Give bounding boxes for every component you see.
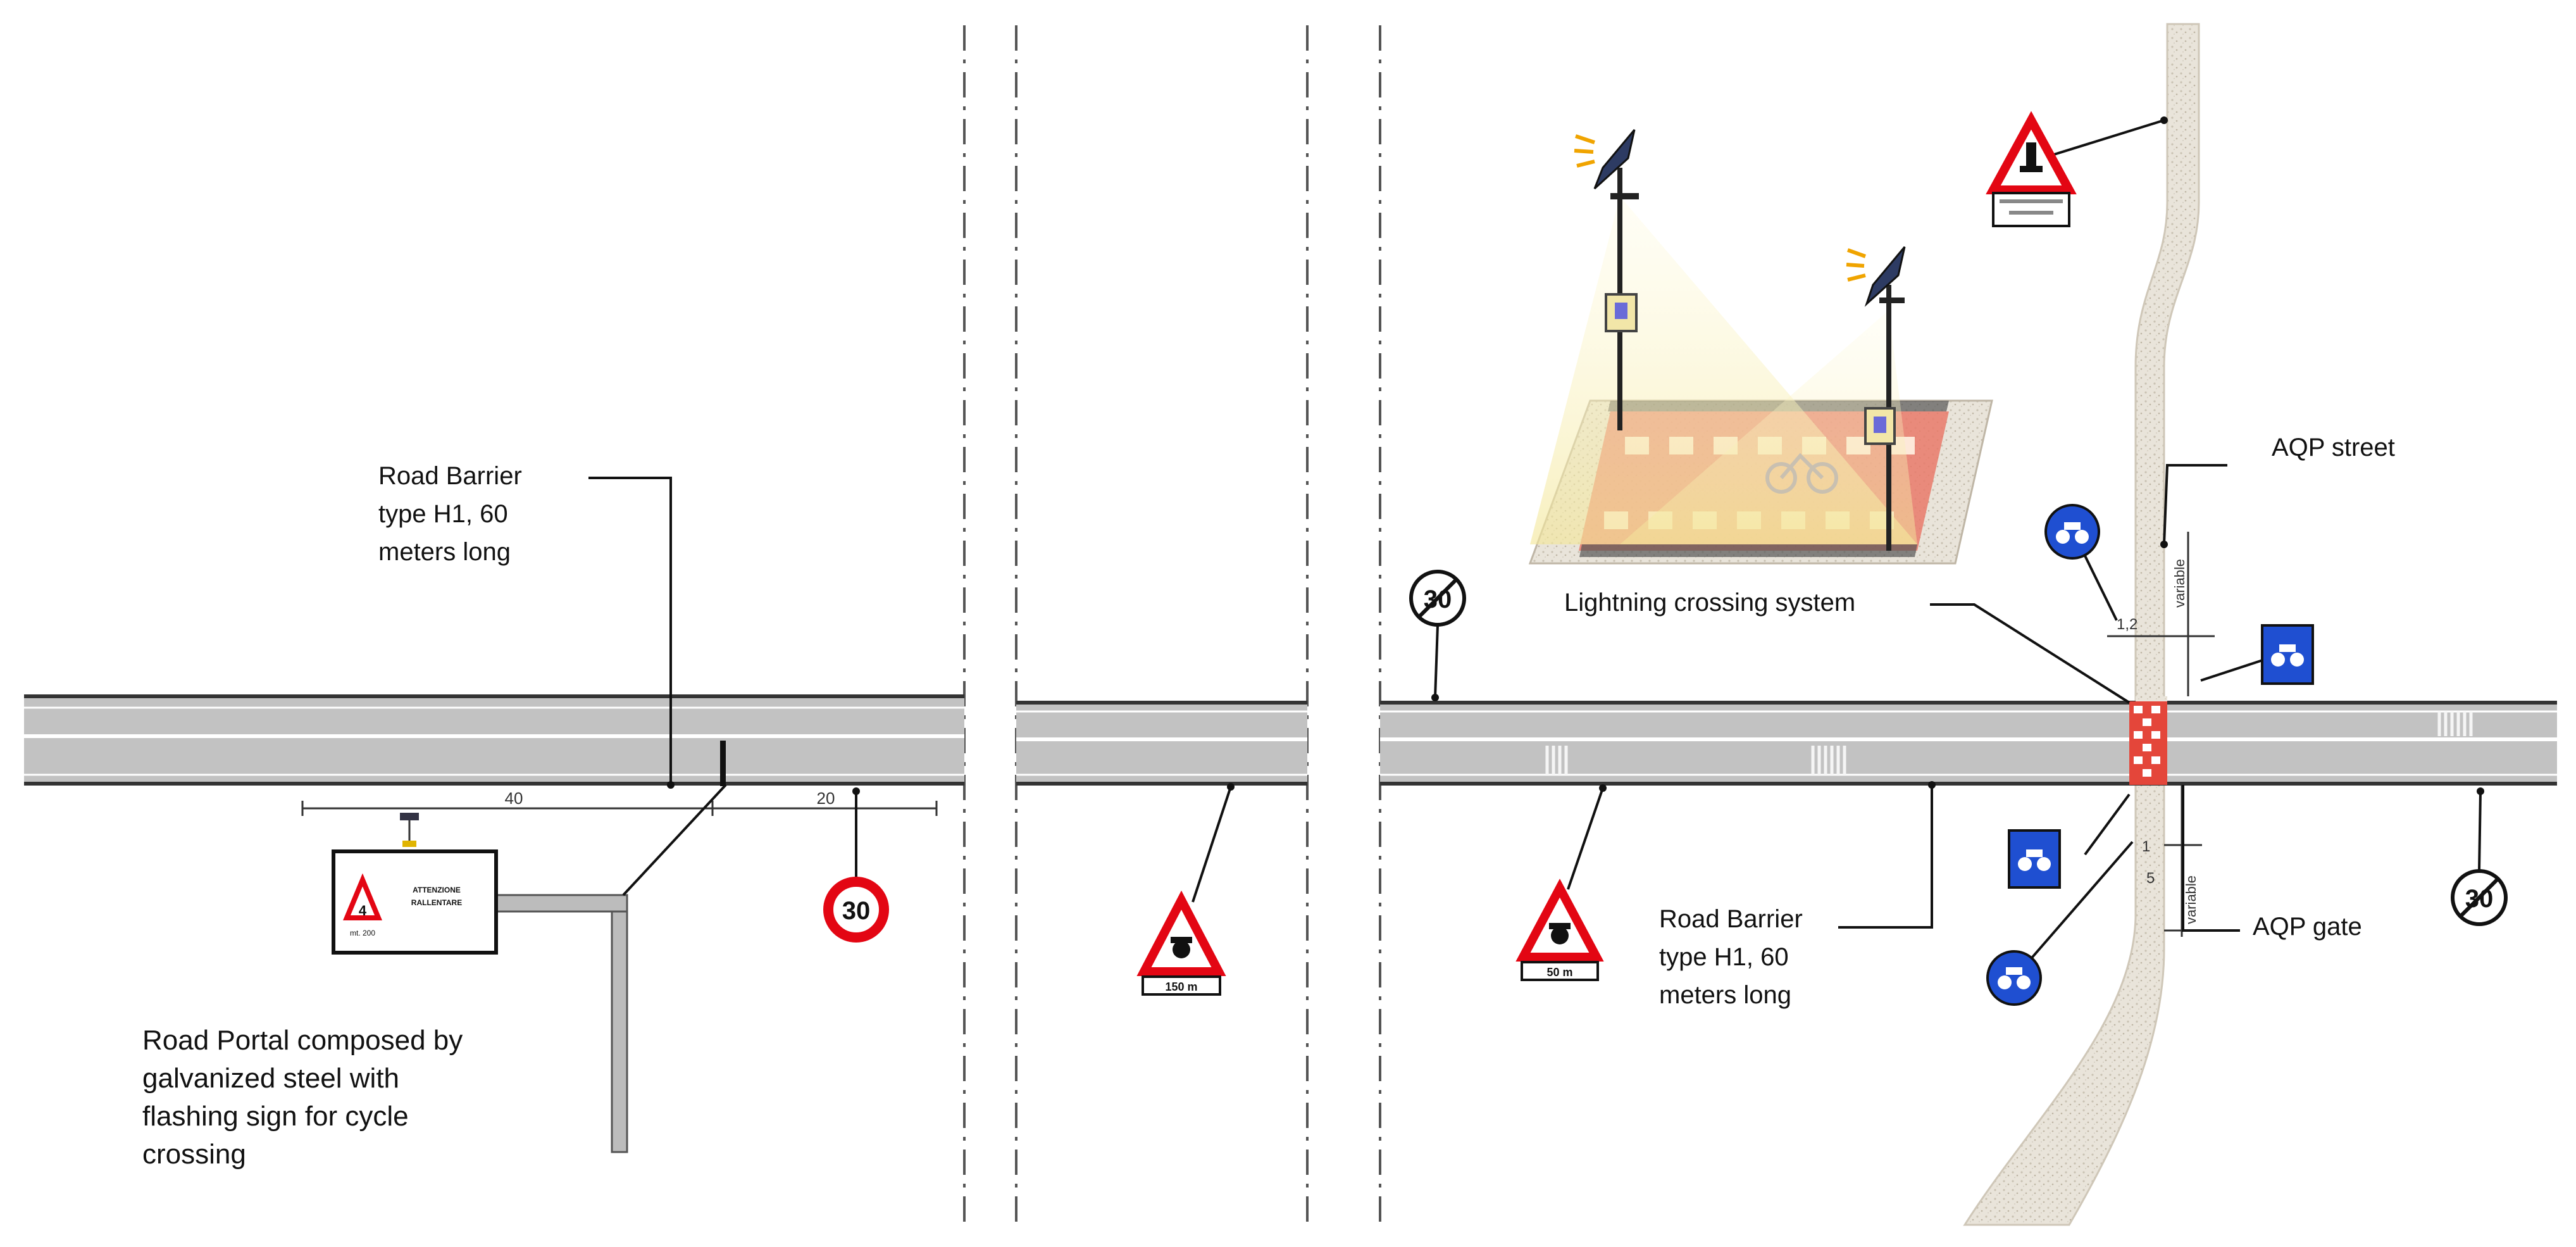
label-road-barrier-right: Road Barrier type H1, 60 meters long — [1659, 905, 1803, 1009]
leader-portal — [622, 784, 727, 896]
end-limit-sign-top: 30 — [1409, 570, 1466, 701]
road-portal: 4 mt. 200 ATTENZIONE RALLENTARE — [332, 813, 628, 1153]
road-cycle-crossing — [2129, 701, 2167, 785]
aqp-street-path — [1963, 23, 2200, 1226]
sun-rays-left — [1574, 134, 1595, 168]
warning-sign-top-right — [1986, 111, 2168, 227]
warning-sign-150m: 150 m — [1136, 783, 1235, 996]
light-cone-right — [1620, 310, 1917, 544]
label-aqp-gate: AQP gate — [2253, 913, 2362, 941]
dimension-1: 1 — [2142, 838, 2150, 855]
label-road-portal: Road Portal composed by galvanized steel… — [142, 1025, 463, 1170]
dimension-1-2: 1,2 — [2117, 616, 2137, 633]
lighting-crossing-system — [1528, 129, 1993, 565]
road-segment-c — [1380, 703, 2557, 784]
dimension-variable-bottom: variable — [2183, 875, 2199, 924]
dimension-variable-top: variable — [2172, 559, 2187, 608]
leader-lighting — [1930, 603, 2131, 704]
solar-panel-right-icon — [1864, 246, 1906, 307]
portal-warning-triangle-icon — [343, 873, 382, 920]
road-segment-a — [24, 696, 964, 784]
cycle-sign-round-bottom — [1986, 841, 2134, 1006]
portal-pole — [611, 898, 628, 1153]
cyclist-white-icon-2 — [2271, 644, 2304, 667]
road-segment-b — [1016, 703, 1307, 784]
speed-limit-value: 30 — [842, 897, 871, 925]
section-break-lines — [963, 25, 1381, 1222]
cyclist-white-icon-3 — [2018, 849, 2051, 871]
solar-panel-left-icon — [1593, 129, 1636, 190]
sun-rays-right — [1846, 248, 1867, 282]
leader-barrier-right — [1838, 785, 1933, 929]
cyclist-icon — [1173, 941, 1190, 958]
road-barrier-left — [720, 741, 726, 786]
bicycle-icon — [1765, 453, 1838, 494]
rumble-strips — [1545, 711, 2473, 775]
dimension-40: 40 — [505, 789, 523, 808]
leader-lines — [588, 464, 2240, 932]
cyclist-icon-2 — [1551, 927, 1569, 944]
leader-aqp-street — [2163, 464, 2227, 545]
dimension-20: 20 — [817, 789, 835, 808]
cycle-sign-round-top — [2044, 504, 2118, 621]
label-lighting-crossing-system: Lightning crossing system — [1564, 589, 1856, 617]
portal-arm — [495, 894, 628, 913]
dimension-line-left — [301, 801, 938, 816]
cyclist-white-icon-4 — [1998, 967, 2031, 989]
main-road — [24, 694, 2557, 786]
portal-sign-line2: RALLENTARE — [411, 898, 462, 907]
label-aqp-street: AQP street — [2272, 434, 2395, 461]
cycle-sign-square-left — [2008, 793, 2131, 889]
warning-plate-150: 150 m — [1165, 981, 1197, 993]
cyclist-white-icon-1 — [2056, 522, 2089, 544]
speed-limit-sign: 30 — [823, 787, 889, 943]
portal-sign-line1: ATTENZIONE — [413, 886, 461, 894]
portal-sign-plate: mt. 200 — [350, 929, 375, 937]
portal-sign-number: 4 — [359, 903, 367, 918]
leader-aqp-gate — [2182, 785, 2240, 932]
leader-barrier-left — [588, 477, 672, 785]
end-limit-sign-right: 30 — [2451, 787, 2508, 926]
portal-solar-panel-icon — [400, 813, 419, 820]
warning-sign-50m: 50 m — [1515, 784, 1607, 981]
warning-plate-50: 50 m — [1546, 966, 1572, 979]
cycle-sign-square-right — [2200, 624, 2314, 685]
label-road-barrier-left: Road Barrier type H1, 60 meters long — [378, 462, 522, 566]
dimension-5: 5 — [2146, 870, 2155, 887]
